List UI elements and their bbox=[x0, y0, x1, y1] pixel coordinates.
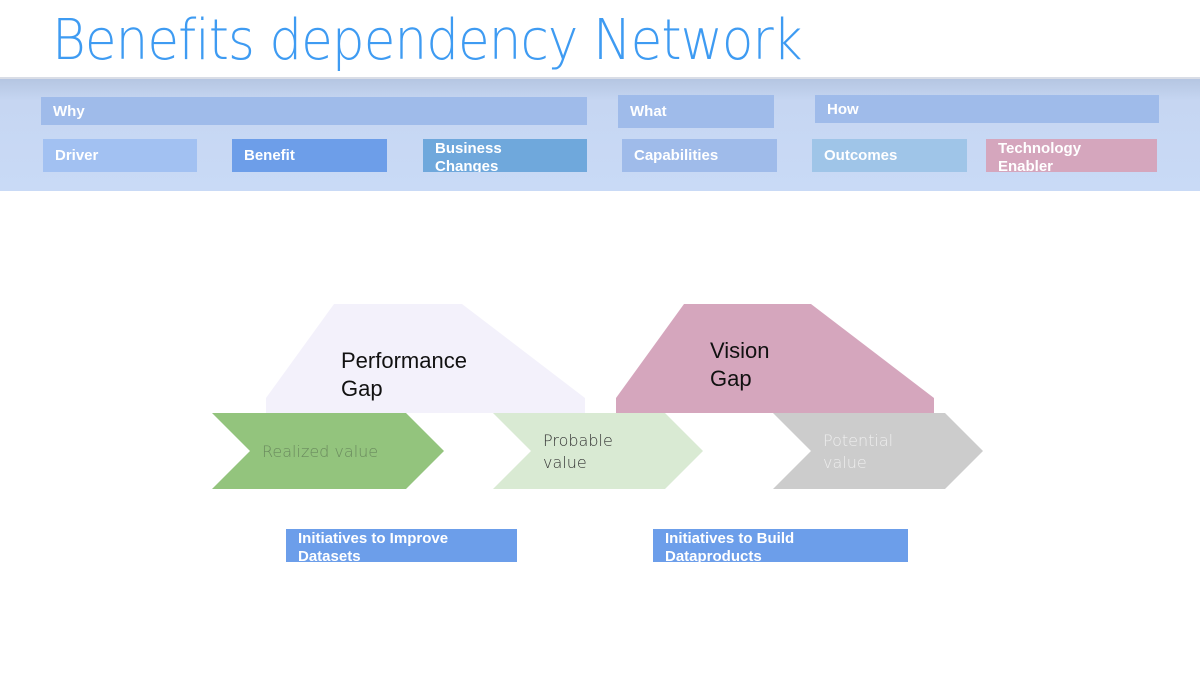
potential-value-label: Potential value bbox=[823, 430, 893, 474]
category-capabilities-label: Capabilities bbox=[634, 147, 719, 164]
realized-value-line1: Realized value bbox=[262, 442, 379, 461]
realized-value-chevron bbox=[212, 413, 444, 489]
category-outcomes-label: Outcomes bbox=[824, 147, 898, 164]
category-business-changes-line2: Changes bbox=[435, 158, 499, 172]
probable-value-line2: value bbox=[543, 453, 587, 472]
potential-value-chevron bbox=[773, 413, 983, 489]
potential-value-line2: value bbox=[823, 453, 867, 472]
initiative-build-dataproducts-line2: Dataproducts bbox=[665, 548, 762, 562]
section-why-label: Why bbox=[53, 102, 85, 120]
category-technology-enabler-line2: Enabler bbox=[998, 158, 1054, 172]
vision-gap-line1: Vision bbox=[710, 338, 770, 363]
initiative-improve-datasets-line2: Datasets bbox=[298, 548, 361, 562]
vision-gap-line2: Gap bbox=[710, 366, 752, 391]
section-what-label: What bbox=[630, 103, 667, 120]
performance-gap-line2: Gap bbox=[341, 376, 383, 401]
vision-gap-label: Vision Gap bbox=[710, 337, 770, 393]
section-how: How bbox=[815, 95, 1159, 123]
vision-gap-shape bbox=[616, 304, 934, 413]
category-business-changes: Business Changes bbox=[423, 139, 587, 172]
initiative-build-dataproducts-line1: Initiatives to Build bbox=[665, 530, 795, 547]
realized-value-label: Realized value bbox=[262, 441, 378, 463]
probable-value-chevron bbox=[493, 413, 703, 489]
performance-gap-line1: Performance bbox=[341, 348, 467, 373]
category-driver-label: Driver bbox=[55, 147, 99, 164]
category-business-changes-line1: Business bbox=[435, 140, 502, 157]
performance-gap-shape bbox=[266, 304, 585, 413]
probable-value-label: Probable value bbox=[543, 430, 613, 474]
initiative-improve-datasets: Initiatives to Improve Datasets bbox=[286, 529, 517, 562]
page-title: Benefits dependency Network bbox=[52, 8, 803, 73]
category-capabilities: Capabilities bbox=[622, 139, 777, 172]
section-what: What bbox=[618, 95, 774, 128]
category-technology-enabler-line1: Technology bbox=[998, 140, 1082, 157]
performance-gap-label: Performance Gap bbox=[341, 347, 467, 403]
probable-value-line1: Probable bbox=[543, 431, 613, 450]
initiative-improve-datasets-line1: Initiatives to Improve bbox=[298, 530, 449, 547]
category-technology-enabler: Technology Enabler bbox=[986, 139, 1157, 172]
potential-value-line1: Potential bbox=[823, 431, 894, 450]
category-outcomes: Outcomes bbox=[812, 139, 967, 172]
initiative-build-dataproducts: Initiatives to Build Dataproducts bbox=[653, 529, 908, 562]
section-why: Why bbox=[41, 97, 587, 125]
category-driver: Driver bbox=[43, 139, 197, 172]
section-how-label: How bbox=[827, 100, 859, 118]
category-benefit: Benefit bbox=[232, 139, 387, 172]
category-benefit-label: Benefit bbox=[244, 147, 295, 164]
